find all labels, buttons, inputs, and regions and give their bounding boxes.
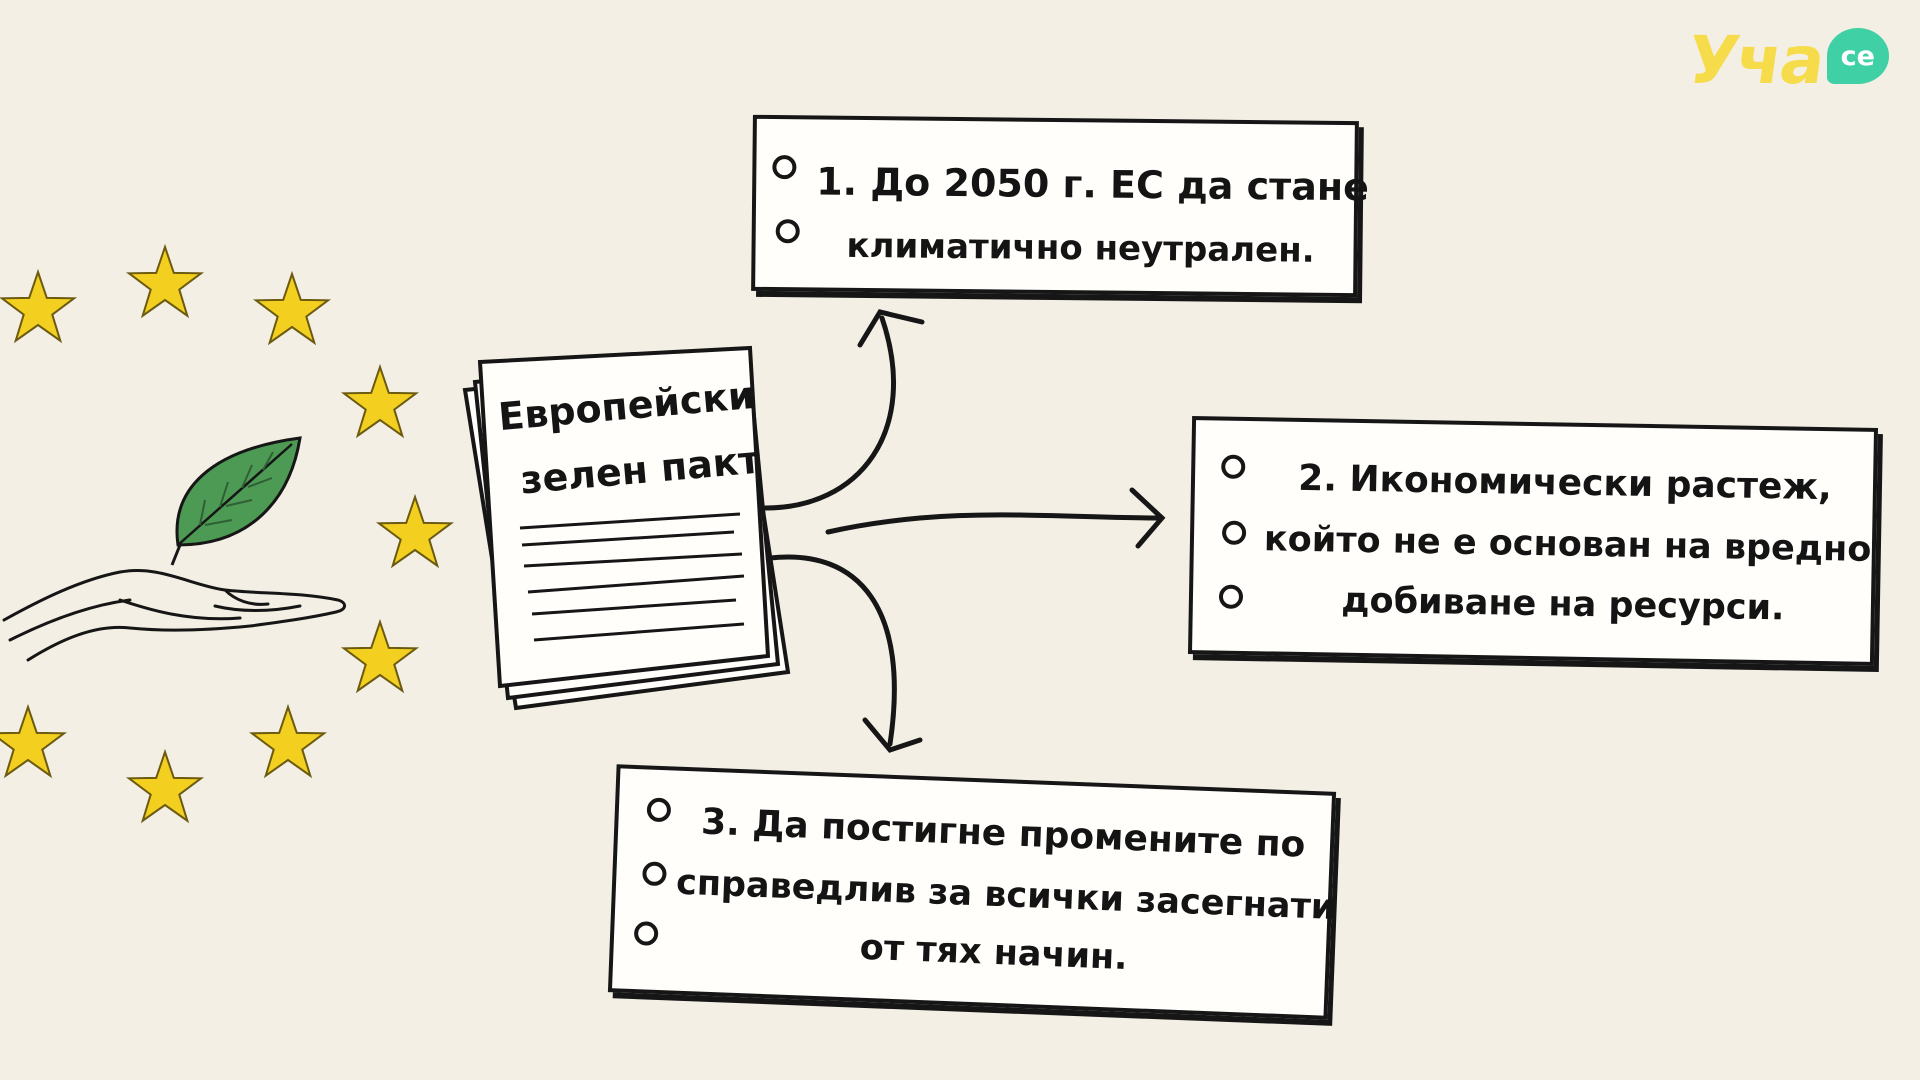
bullet-circle-icon (1221, 454, 1246, 479)
eu-star-icon (0, 268, 78, 344)
bullet-circle-icon (1221, 520, 1247, 545)
eu-star-icon (125, 243, 205, 319)
goal-1-line-1: 1. До 2050 г. ЕС да стане (816, 159, 1370, 210)
bullet-circle-icon (1218, 584, 1244, 609)
bullet-circle-icon (646, 797, 672, 823)
eu-star-icon (248, 703, 328, 779)
goal-1-line-2: климатично неутрален. (846, 225, 1315, 271)
arrow-icon (759, 309, 1166, 753)
leaf-icon (170, 436, 302, 566)
goal-2-line-1: 2. Икономически растеж, (1297, 457, 1833, 509)
eu-star-icon (340, 618, 420, 694)
goal-card-3: 3. Да постигне промените по справедлив з… (607, 764, 1337, 1020)
uchase-logo: Уча се (1683, 22, 1889, 99)
eu-stars-circle (0, 243, 455, 824)
bullet-circle-icon (775, 219, 800, 244)
open-hand-icon (2, 569, 346, 662)
eu-star-icon (340, 363, 420, 439)
eu-star-icon (375, 493, 455, 569)
goal-card-1: 1. До 2050 г. ЕС да стане климатично неу… (751, 114, 1370, 298)
goal-3-line-2: справедлив за всички засегнати (675, 862, 1337, 928)
eu-star-icon (0, 703, 68, 779)
goal-3-line-3: от тях начин. (859, 927, 1129, 979)
bullet-circle-icon (633, 921, 659, 946)
goal-3-line-1: 3. Да постигне промените по (700, 801, 1307, 866)
logo-word: Уча (1682, 22, 1829, 99)
bullet-circle-icon (772, 155, 797, 180)
goal-card-2: 2. Икономически растеж, който не е основ… (1187, 416, 1879, 666)
bullet-circle-icon (642, 861, 667, 887)
goal-2-line-3: добиване на ресурси. (1341, 580, 1785, 629)
goal-2-line-2: който не е основан на вредно (1263, 519, 1872, 570)
eu-star-icon (252, 270, 332, 346)
document-icon (462, 345, 791, 711)
logo-speech-bubble: се (1826, 28, 1889, 84)
eu-star-icon (125, 748, 205, 824)
